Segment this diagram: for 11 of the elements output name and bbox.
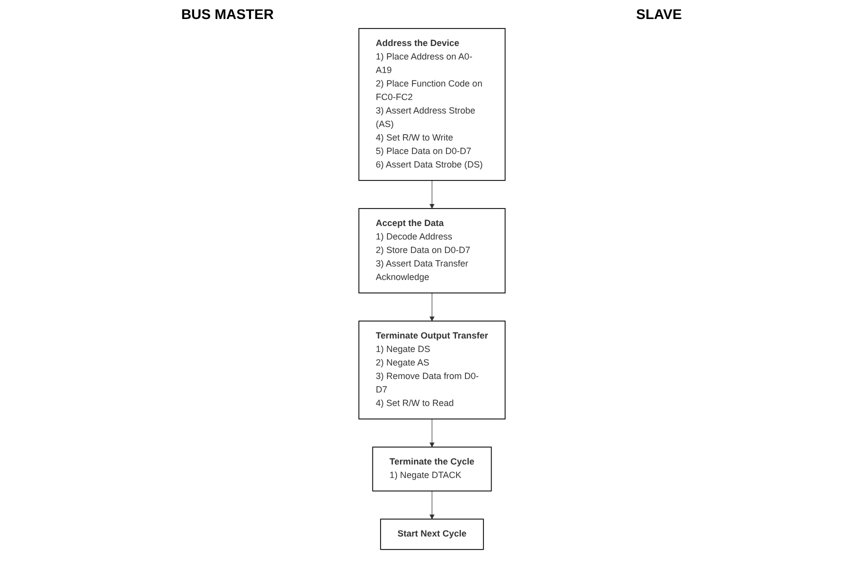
arrow — [429, 490, 434, 520]
node-box: Start Next Cycle — [380, 518, 484, 550]
node-box: Address the Device 1) Place Address on A0-A19 2) Place Function Code on FC0-FC2 3) Assert Address Strobe (AS) 4) Set R/W to Write 5) Place Data on D0-D7 6) Assert Data Strobe (DS) — [358, 28, 506, 181]
arrow — [429, 292, 434, 322]
column-heading: SLAVE — [636, 6, 682, 22]
column-heading: BUS MASTER — [181, 6, 274, 22]
arrow — [429, 180, 434, 209]
node-box: Terminate Output Transfer 1) Negate DS 2) Negate AS 3) Remove Data from D0-D7 4) Set R/W to Read — [358, 320, 506, 420]
node-box: Terminate the Cycle 1) Negate DTACK — [372, 446, 492, 492]
arrow — [429, 418, 434, 448]
node-box: Accept the Data 1) Decode Address 2) Store Data on D0-D7 3) Assert Data Transfer Acknowledge — [358, 208, 506, 294]
